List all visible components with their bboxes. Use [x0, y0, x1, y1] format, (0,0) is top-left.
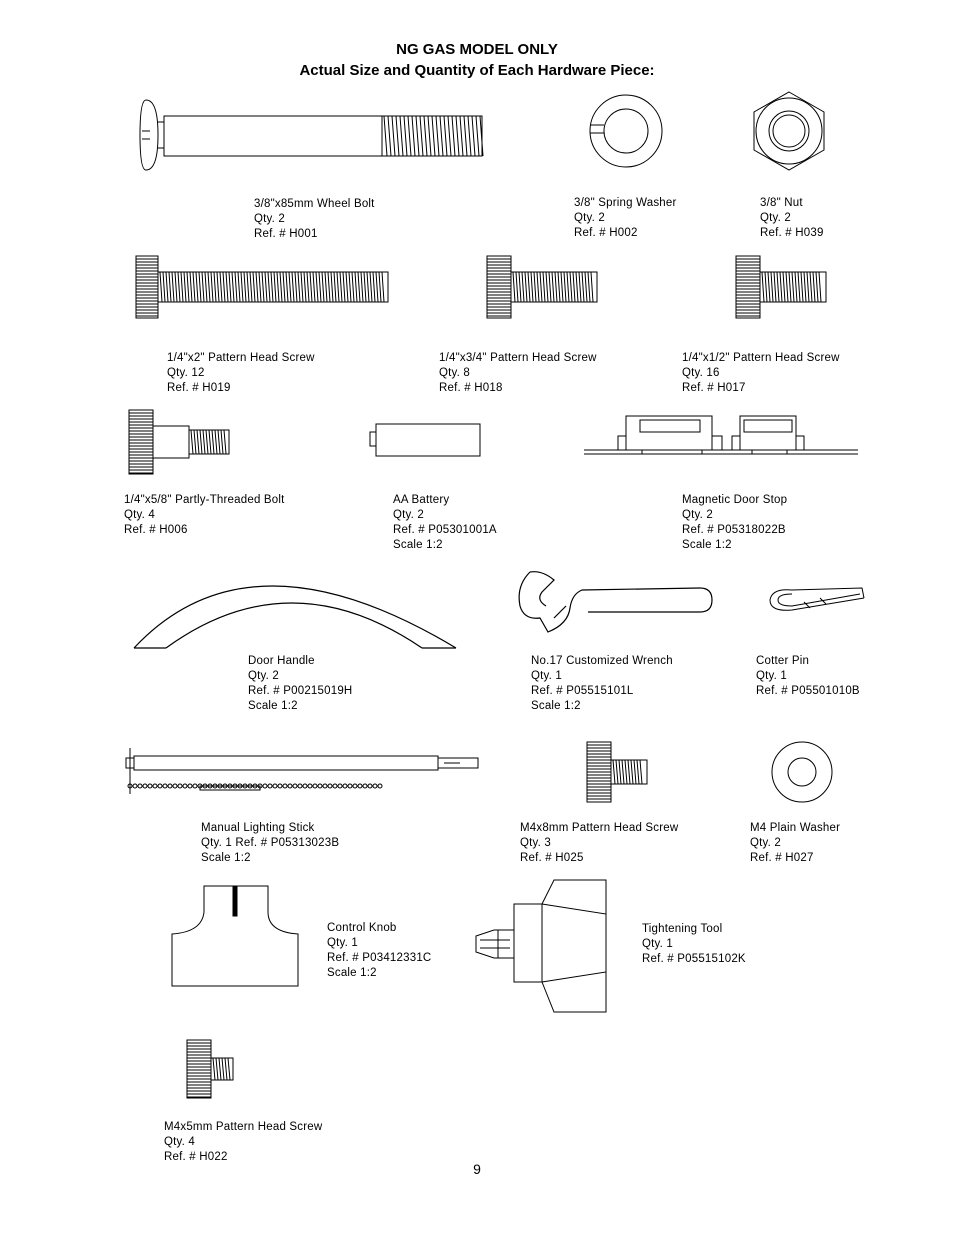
part-name: Door Handle: [248, 655, 315, 667]
part-qty: Qty. 12: [167, 367, 205, 379]
wrench-drawing: [512, 566, 716, 638]
label-nut: 3/8" Nut Qty. 2 Ref. # H039: [760, 196, 824, 241]
part-name: 3/8" Spring Washer: [574, 197, 677, 209]
label-door-handle: Door Handle Qty. 2 Ref. # P00215019H Sca…: [248, 654, 352, 714]
label-cotter-pin: Cotter Pin Qty. 1 Ref. # P05501010B: [756, 654, 860, 699]
part-qty: Qty. 2: [574, 212, 606, 224]
label-magnetic-door-stop: Magnetic Door Stop Qty. 2 Ref. # P053180…: [682, 493, 787, 553]
part-ref: Ref. # P05318022B: [682, 524, 786, 536]
part-name: 1/4"x2" Pattern Head Screw: [167, 352, 315, 364]
part-qty: Qty. 3: [520, 837, 552, 849]
label-pattern-head-screw-3-4in: 1/4"x3/4" Pattern Head Screw Qty. 8 Ref.…: [439, 351, 597, 396]
part-name: Cotter Pin: [756, 655, 810, 667]
part-ref: Ref. # H001: [254, 228, 318, 240]
cotter-pin-drawing: [764, 582, 868, 618]
label-m4x8-screw: M4x8mm Pattern Head Screw Qty. 3 Ref. # …: [520, 821, 678, 866]
page-number: 9: [473, 1161, 481, 1177]
part-ref: Ref. # H017: [682, 382, 746, 394]
part-name: 1/4"x3/4" Pattern Head Screw: [439, 352, 597, 364]
part-qty: Qty. 2: [393, 509, 425, 521]
part-scale: Scale 1:2: [327, 967, 377, 979]
label-lighting-stick: Manual Lighting Stick Qty. 1 Ref. # P053…: [201, 821, 339, 866]
pattern-head-screw-2in-drawing: [134, 254, 394, 320]
page-title: NG GAS MODEL ONLY: [396, 41, 558, 58]
aa-battery-drawing: [368, 422, 484, 458]
page-subtitle: Actual Size and Quantity of Each Hardwar…: [299, 62, 655, 79]
m4x8-screw-drawing: [585, 740, 655, 804]
part-name: AA Battery: [393, 494, 450, 506]
label-m4-plain-washer: M4 Plain Washer Qty. 2 Ref. # H027: [750, 821, 840, 866]
part-name: 3/8"x85mm Wheel Bolt: [254, 198, 375, 210]
part-ref: Ref. # H039: [760, 227, 824, 239]
part-qty: Qty. 2: [682, 509, 714, 521]
part-qty: Qty. 2: [254, 213, 286, 225]
part-name: Magnetic Door Stop: [682, 494, 788, 506]
part-ref: Ref. # H025: [520, 852, 584, 864]
part-name: M4x8mm Pattern Head Screw: [520, 822, 679, 834]
part-name: Manual Lighting Stick: [201, 822, 315, 834]
part-qty: Qty. 2: [760, 212, 792, 224]
part-qty: Qty. 16: [682, 367, 720, 379]
label-m4x5-screw: M4x5mm Pattern Head Screw Qty. 4 Ref. # …: [164, 1120, 322, 1165]
part-ref: Ref. # P05301001A: [393, 524, 497, 536]
part-scale: Scale 1:2: [201, 852, 251, 864]
part-scale: Scale 1:2: [393, 539, 443, 551]
nut-drawing: [748, 90, 830, 172]
label-wrench: No.17 Customized Wrench Qty. 1 Ref. # P0…: [531, 654, 673, 714]
part-name: Control Knob: [327, 922, 397, 934]
part-qty: Qty. 2: [750, 837, 782, 849]
label-aa-battery: AA Battery Qty. 2 Ref. # P05301001A Scal…: [393, 493, 497, 553]
part-ref: Ref. # P05501010B: [756, 685, 860, 697]
partly-threaded-bolt-drawing: [127, 408, 237, 476]
part-ref: Ref. # H022: [164, 1151, 228, 1163]
lighting-stick-drawing: [124, 746, 484, 802]
part-ref: Ref. # P00215019H: [248, 685, 353, 697]
part-name: M4 Plain Washer: [750, 822, 841, 834]
pattern-head-screw-3-4in-drawing: [485, 254, 605, 320]
part-ref: Ref. # P03412331C: [327, 952, 432, 964]
label-tightening-tool: Tightening Tool Qty. 1 Ref. # P05515102K: [642, 922, 746, 967]
part-qty: Qty. 1: [642, 938, 674, 950]
part-scale: Scale 1:2: [531, 700, 581, 712]
wheel-bolt-drawing: [136, 94, 496, 176]
part-ref: Ref. # H018: [439, 382, 503, 394]
magnetic-door-stop-drawing: [582, 412, 862, 460]
part-qty: Qty. 4: [164, 1136, 196, 1148]
m4-plain-washer-drawing: [770, 740, 834, 804]
part-ref: Ref. # H019: [167, 382, 231, 394]
label-control-knob: Control Knob Qty. 1 Ref. # P03412331C Sc…: [327, 921, 431, 981]
part-ref: Ref. # P05515102K: [642, 953, 746, 965]
part-name: Tightening Tool: [642, 923, 723, 935]
part-ref: Ref. # H027: [750, 852, 814, 864]
part-ref: Ref. # H006: [124, 524, 188, 536]
spring-washer-drawing: [586, 92, 666, 170]
part-name: M4x5mm Pattern Head Screw: [164, 1121, 323, 1133]
part-ref: Ref. # H002: [574, 227, 638, 239]
label-spring-washer: 3/8" Spring Washer Qty. 2 Ref. # H002: [574, 196, 677, 241]
pattern-head-screw-1-2in-drawing: [734, 254, 834, 320]
tightening-tool-drawing: [470, 878, 612, 1016]
part-scale: Scale 1:2: [682, 539, 732, 551]
part-qty: Qty. 4: [124, 509, 156, 521]
part-name: No.17 Customized Wrench: [531, 655, 673, 667]
part-ref: Ref. # P05515101L: [531, 685, 634, 697]
door-handle-drawing: [130, 548, 460, 652]
part-qty: Qty. 2: [248, 670, 280, 682]
part-name: 3/8" Nut: [760, 197, 803, 209]
label-wheel-bolt: 3/8"x85mm Wheel Bolt Qty. 2 Ref. # H001: [254, 197, 375, 242]
label-partly-threaded-bolt: 1/4"x5/8" Partly-Threaded Bolt Qty. 4 Re…: [124, 493, 285, 538]
m4x5-screw-drawing: [185, 1038, 237, 1100]
label-pattern-head-screw-2in: 1/4"x2" Pattern Head Screw Qty. 12 Ref. …: [167, 351, 315, 396]
part-name: 1/4"x1/2" Pattern Head Screw: [682, 352, 840, 364]
label-pattern-head-screw-1-2in: 1/4"x1/2" Pattern Head Screw Qty. 16 Ref…: [682, 351, 840, 396]
control-knob-drawing: [170, 882, 302, 988]
part-qty: Qty. 1: [531, 670, 563, 682]
part-qty: Qty. 1: [327, 937, 359, 949]
part-qty: Qty. 1: [756, 670, 788, 682]
part-name: 1/4"x5/8" Partly-Threaded Bolt: [124, 494, 285, 506]
part-qty: Qty. 8: [439, 367, 471, 379]
part-scale: Scale 1:2: [248, 700, 298, 712]
part-qty: Qty. 1 Ref. # P05313023B: [201, 837, 340, 849]
